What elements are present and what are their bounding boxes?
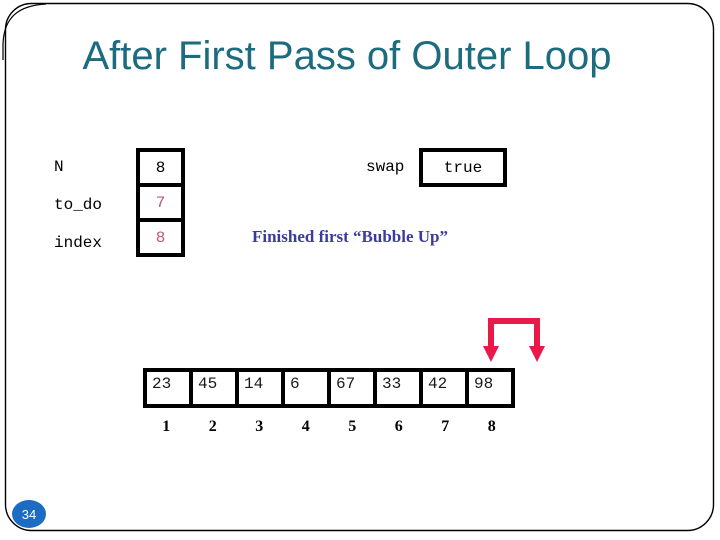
- array-cell: 6: [281, 372, 327, 404]
- variable-value-n: 8: [155, 158, 166, 177]
- page-number-badge: 34: [12, 500, 46, 528]
- array-index: 2: [208, 418, 217, 435]
- array-index: 6: [394, 418, 403, 435]
- swap-value-box: true: [419, 148, 507, 187]
- variable-label-index: index: [54, 234, 103, 252]
- variable-box-index: 8: [136, 218, 185, 257]
- array-index: 4: [301, 418, 310, 435]
- array-cell: 14: [235, 372, 281, 404]
- array-index: 8: [487, 418, 496, 435]
- annotation-text: Finished first “Bubble Up”: [252, 227, 449, 246]
- array-index-row: 1 2 3 4 5 6 7 8: [143, 418, 515, 436]
- array-cells: 23 45 14 6 67 33 42 98: [143, 368, 515, 408]
- array-cell: 98: [465, 372, 511, 404]
- array-cell: 67: [327, 372, 373, 404]
- bubble-up-arrow-icon: [483, 318, 545, 362]
- array-cell: 23: [152, 375, 172, 393]
- array-index: 3: [255, 418, 264, 435]
- page-number: 34: [21, 506, 37, 522]
- array-cell: 42: [419, 372, 465, 404]
- array-cell: 45: [189, 372, 235, 404]
- array-index: 5: [348, 418, 357, 435]
- variable-value-index: 8: [155, 228, 166, 247]
- variable-box-n: 8: [136, 148, 185, 187]
- swap-value: true: [443, 158, 483, 177]
- page-title: After First Pass of Outer Loop: [82, 34, 612, 78]
- array-cell: 33: [373, 372, 419, 404]
- variable-label-to_do: to_do: [54, 196, 103, 214]
- variable-value-to_do: 7: [155, 193, 166, 212]
- array-index: 1: [162, 418, 171, 435]
- variable-value-boxes: 8 7 8: [136, 148, 185, 257]
- variable-box-to_do: 7: [136, 183, 185, 222]
- swap-label: swap: [366, 158, 405, 176]
- variable-label-n: N: [54, 158, 64, 176]
- array-index: 7: [441, 418, 450, 435]
